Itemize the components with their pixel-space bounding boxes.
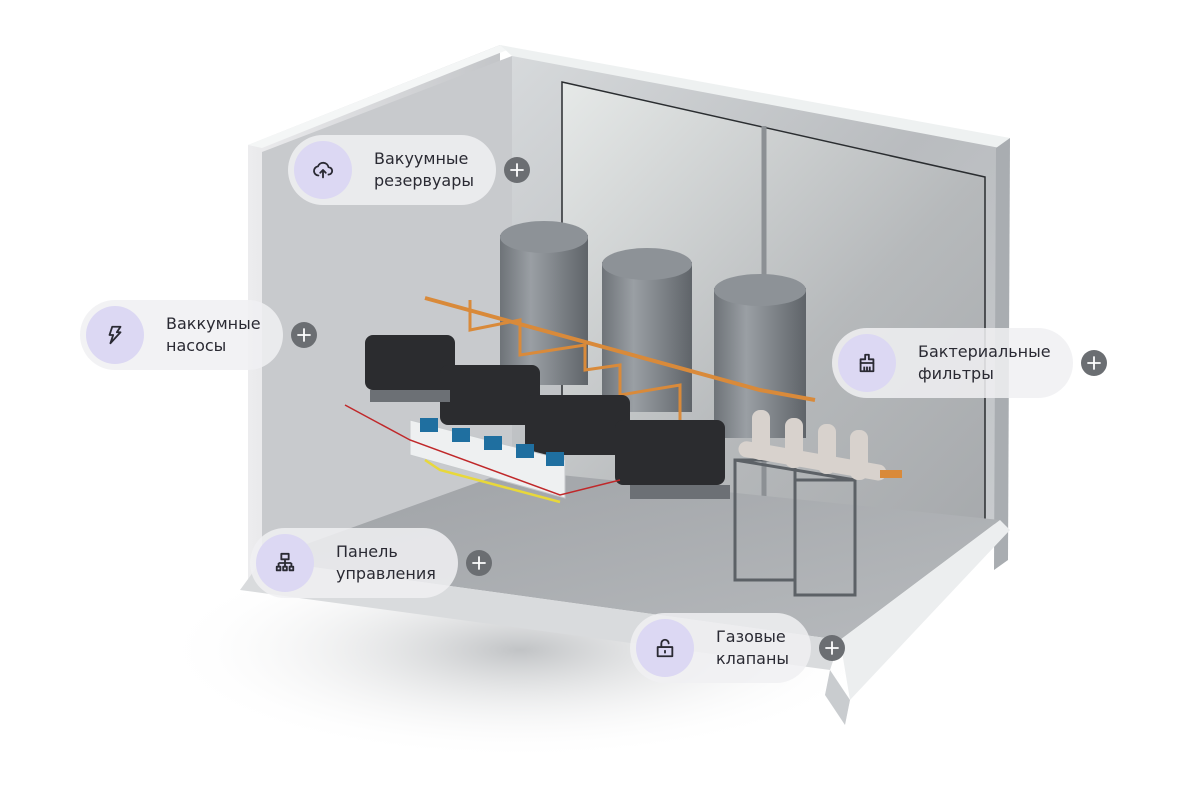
label-line-2: клапаны [716,649,790,668]
icon-circle [256,534,314,592]
cloud-upload-icon [313,161,334,179]
label-line-1: Бактериальные [918,342,1051,361]
hotspot-pill[interactable]: Вакуумные резервуары [288,135,496,205]
hotspot-bacterial-filters[interactable]: Бактериальные фильтры [832,328,1107,398]
hotspot-pill[interactable]: Ваккумные насосы [80,300,283,370]
back-wall-top-edge [500,45,1010,148]
label-line-2: насосы [166,336,227,355]
hotspot-pill[interactable]: Панель управления [250,528,458,598]
label-line-1: Газовые [716,627,786,646]
label-line-2: управления [336,564,436,583]
hotspot-vacuum-pumps[interactable]: Ваккумные насосы [80,300,317,370]
expand-button[interactable] [1080,350,1107,376]
broom-icon [859,353,875,373]
hotspot-vacuum-tanks[interactable]: Вакуумные резервуары [288,135,530,205]
hotspot-label: Газовые клапаны [716,626,789,670]
unlock-icon [656,638,674,658]
label-line-1: Панель [336,542,398,561]
plus-icon [471,556,486,570]
expand-button[interactable] [290,322,317,348]
expand-button[interactable] [504,157,530,183]
hotspot-gas-valves[interactable]: Газовые клапаны [630,613,846,683]
copper-pipe-branch [468,300,682,420]
hotspot-label: Вакуумные резервуары [374,148,474,192]
plus-icon [1086,356,1101,370]
pumps [365,335,730,499]
floor-slab-front [825,670,850,725]
plus-icon [510,163,524,177]
hotspot-label: Бактериальные фильтры [918,341,1051,385]
left-wall-top-edge [248,45,512,148]
icon-circle [838,334,896,392]
plus-icon [825,641,839,655]
plus-icon [296,328,311,342]
control-panels [344,404,621,504]
hotspot-control-panel[interactable]: Панель управления [250,528,492,598]
hotspot-pill[interactable]: Бактериальные фильтры [832,328,1073,398]
hotspot-label: Ваккумные насосы [166,313,261,357]
hotspot-label: Панель управления [336,541,436,585]
expand-button[interactable] [819,635,846,661]
icon-circle [294,141,352,199]
lightning-icon [108,325,122,345]
floor [262,470,1000,640]
label-line-2: резервуары [374,171,474,190]
label-line-1: Вакуумные [374,149,469,168]
icon-circle [86,306,144,364]
label-line-1: Ваккумные [166,314,261,333]
floor-slab-right [840,520,1010,700]
filter-pipes [738,410,902,481]
network-hierarchy-icon [275,552,295,572]
hotspot-pill[interactable]: Газовые клапаны [630,613,812,683]
expand-button[interactable] [465,550,492,576]
copper-pipe [424,296,816,402]
icon-circle [636,619,694,677]
label-line-2: фильтры [918,364,994,383]
